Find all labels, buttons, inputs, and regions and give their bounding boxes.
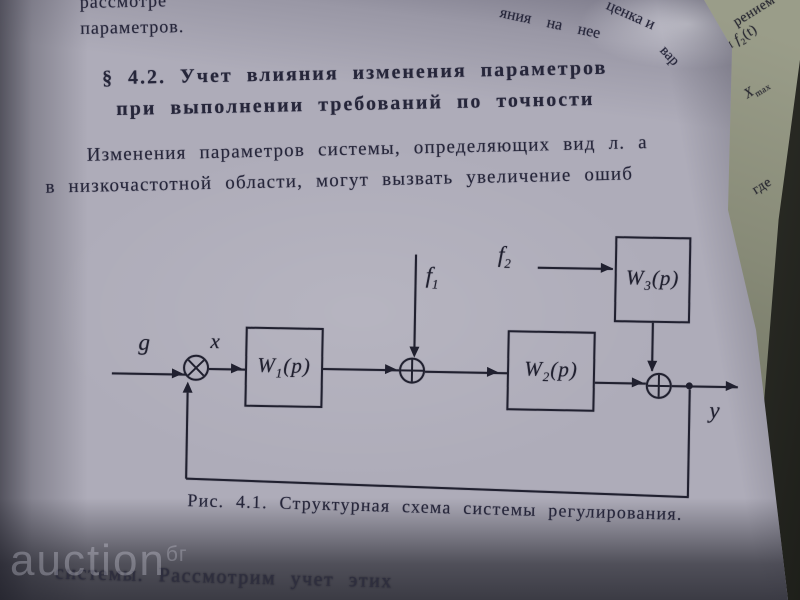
block-w1-label: W1(p)	[257, 353, 311, 382]
adjacent-page-fragment-4: где	[749, 174, 775, 198]
f1-line	[413, 254, 418, 355]
w2-base: W	[524, 356, 544, 381]
circle-plus-junction-icon	[398, 357, 426, 384]
plus-bar-v	[410, 359, 414, 382]
watermark: auctionбг	[10, 536, 188, 586]
w1-suffix: (p)	[283, 353, 312, 378]
disturbance1-label: f1	[425, 263, 438, 293]
f2-sub: 2	[504, 255, 511, 271]
feedback-left-line	[185, 392, 189, 479]
arrowhead	[486, 366, 499, 378]
disturbance2-label: f2	[498, 242, 511, 272]
w2-suffix: (p)	[550, 356, 579, 382]
watermark-main: auction	[10, 536, 166, 585]
block-w2-label: W2(p)	[524, 356, 578, 385]
circle-cross-junction-icon	[182, 354, 210, 382]
frag3-sub: max	[752, 81, 773, 99]
watermark-suffix: бг	[165, 543, 188, 566]
w1-base: W	[257, 352, 277, 378]
adjacent-page-fragment-3: Xmax	[742, 75, 773, 103]
block-w1: W1(p)	[244, 326, 324, 409]
arrowhead	[600, 262, 612, 274]
arrowhead	[171, 368, 184, 379]
f1-sub: 1	[431, 276, 439, 292]
arrowhead	[384, 364, 397, 375]
arrowhead	[182, 381, 193, 393]
arrowhead	[230, 363, 243, 374]
block-w2: W2(p)	[506, 330, 596, 412]
error-signal-label: x	[210, 329, 221, 354]
arrowhead	[409, 346, 420, 358]
input-signal-label: g	[138, 329, 151, 355]
